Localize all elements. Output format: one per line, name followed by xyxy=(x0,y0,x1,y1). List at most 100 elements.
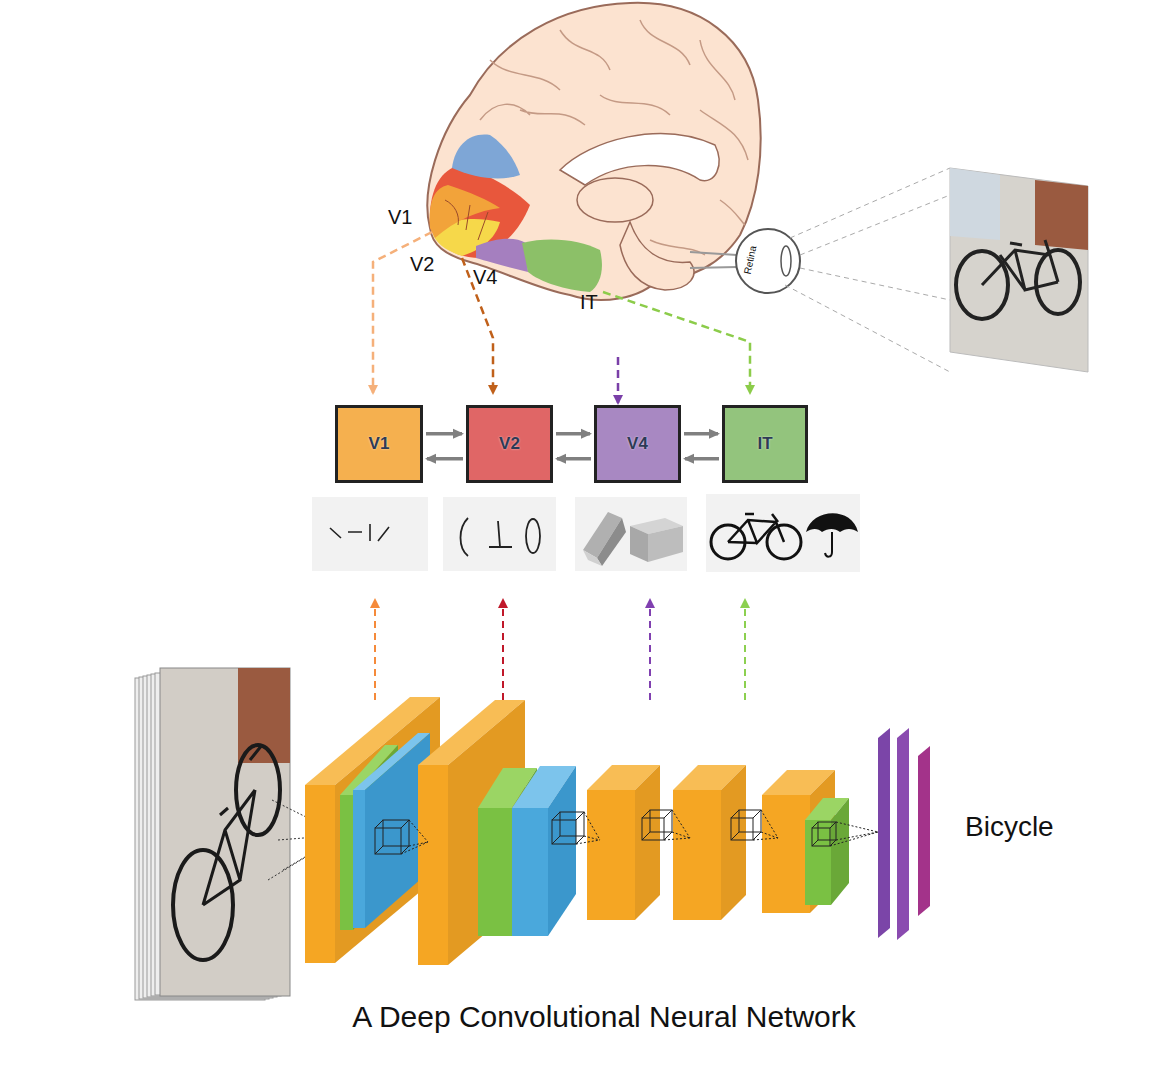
area-name: V4 xyxy=(627,434,648,454)
feature-panel-edges xyxy=(312,497,428,571)
kernel-wireframes xyxy=(576,812,600,844)
brain-area-label: V4 xyxy=(473,266,497,288)
feature-panel-curves xyxy=(443,497,556,571)
cnn-layers xyxy=(353,790,365,928)
cnn-layers xyxy=(878,728,890,938)
bicycle-photo xyxy=(982,240,1058,290)
brain-illustration xyxy=(430,185,500,238)
brain-illustration xyxy=(577,178,653,222)
input-image-stack xyxy=(135,668,342,1000)
cnn-layers xyxy=(305,697,930,965)
feature-panel-shapes xyxy=(630,526,648,562)
kernel-wireframes xyxy=(375,810,878,854)
layer-mapping-arrows xyxy=(502,600,504,700)
cnn-layers xyxy=(897,728,909,940)
feedforward-feedback-arrow xyxy=(427,457,463,461)
layer-mapping-arrows xyxy=(649,600,651,700)
cnn-layers xyxy=(478,808,512,936)
eye-illustration xyxy=(690,229,800,293)
region-mapping-arrows xyxy=(617,357,620,403)
visual-area-box: IT xyxy=(722,405,808,483)
feature-panel-edges xyxy=(330,524,389,541)
cnn-layers xyxy=(918,746,930,916)
feature-panel-objects xyxy=(728,514,784,543)
visual-area-box: V2 xyxy=(466,405,553,483)
bicycle-photo xyxy=(950,168,1000,240)
brain-area-label: V2 xyxy=(410,253,434,275)
feature-panel-shapes xyxy=(583,550,602,566)
brain-illustration xyxy=(445,200,488,240)
kernel-wireframes xyxy=(830,822,878,846)
output-class-label: Bicycle xyxy=(965,812,1054,843)
feature-panel-curves xyxy=(443,497,556,571)
feature-panel-objects xyxy=(825,532,832,557)
input-image-stack xyxy=(203,745,262,905)
bicycle-photo xyxy=(950,168,1088,372)
feature-panel-shapes xyxy=(648,526,683,562)
feature-panel-shapes xyxy=(597,518,626,566)
brain-illustration xyxy=(560,134,719,185)
kernel-wireframes xyxy=(375,820,409,854)
feature-panel-shapes xyxy=(575,497,687,571)
region-mapping-arrows xyxy=(373,232,750,403)
feedforward-feedback-arrow xyxy=(684,432,718,436)
feedforward-feedback-arrow xyxy=(556,432,590,436)
area-name: V2 xyxy=(499,434,520,454)
bicycle-photo xyxy=(950,168,1088,372)
input-image-stack xyxy=(160,668,290,996)
kernel-wireframes xyxy=(664,810,690,840)
brain-illustration xyxy=(452,135,520,179)
cnn-layers xyxy=(305,785,335,963)
brain-area-label: IT xyxy=(580,291,598,313)
cnn-layers xyxy=(418,765,448,965)
visual-area-box: V4 xyxy=(594,405,681,483)
feedforward-feedback-arrow xyxy=(557,457,591,461)
input-image-stack xyxy=(236,745,280,835)
cnn-layers xyxy=(762,795,810,913)
cnn-layers xyxy=(340,795,353,930)
cnn-layers xyxy=(587,790,635,920)
feature-panel-objects xyxy=(706,494,860,572)
brain-illustration xyxy=(522,239,602,292)
feature-panel-curves xyxy=(461,518,469,556)
region-mapping-arrows xyxy=(603,292,750,393)
brain-area-label: V1 xyxy=(388,206,412,228)
kernel-wireframes xyxy=(753,810,778,840)
kernel-wireframes xyxy=(552,812,584,844)
eye-illustration xyxy=(690,252,737,268)
brain-illustration xyxy=(427,3,760,300)
cnn-layers xyxy=(548,766,576,936)
layer-mapping-arrows xyxy=(374,600,376,700)
area-name: IT xyxy=(757,434,772,454)
kernel-wireframes xyxy=(731,810,761,840)
kernel-wireframes xyxy=(642,810,672,840)
bicycle-photo xyxy=(1035,180,1088,250)
area-name: V1 xyxy=(369,434,390,454)
feature-panel-objects xyxy=(706,494,860,572)
feature-panel-objects xyxy=(806,513,858,532)
cnn-layers xyxy=(673,790,721,920)
cnn-layers xyxy=(635,765,660,920)
brain-illustration xyxy=(427,3,760,300)
brain-illustration xyxy=(620,222,694,290)
layer-mapping-arrows xyxy=(744,600,746,700)
kernel-wireframes xyxy=(401,820,428,854)
cnn-layers xyxy=(721,765,746,920)
feedforward-feedback-arrow xyxy=(426,432,462,436)
cnn-layers xyxy=(512,808,548,936)
feature-panel-curves xyxy=(526,519,540,553)
feature-panel-edges xyxy=(312,497,428,571)
eye-illustration xyxy=(736,229,800,293)
cnn-layers xyxy=(831,798,849,905)
eye-illustration xyxy=(781,246,791,276)
figure-caption: A Deep Convolutional Neural Network xyxy=(352,1000,856,1033)
visual-area-box: V1 xyxy=(335,405,423,483)
feature-panel-curves xyxy=(489,521,512,547)
layer-mapping-arrows xyxy=(375,600,745,700)
feedforward-feedback-arrow xyxy=(685,457,719,461)
kernel-wireframes xyxy=(812,822,836,846)
feature-panel-shapes xyxy=(575,497,687,571)
